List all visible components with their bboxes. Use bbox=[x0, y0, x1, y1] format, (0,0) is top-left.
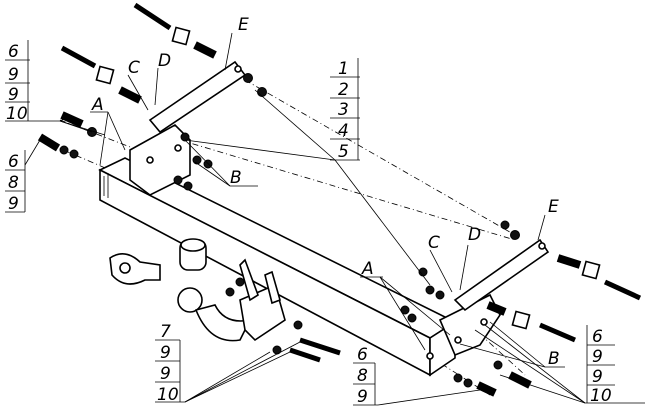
callout-number: 9 bbox=[8, 85, 19, 105]
nuts-and-washers bbox=[59, 73, 520, 388]
label-E-left: E bbox=[238, 15, 249, 35]
callout-number: 8 bbox=[357, 366, 368, 386]
callout-number: 9 bbox=[160, 364, 171, 384]
leader-lines bbox=[5, 32, 645, 406]
left-bracket bbox=[129, 60, 247, 196]
callout-number: 6 bbox=[592, 327, 603, 347]
callout-bottom-center: 6 8 9 bbox=[357, 345, 368, 407]
callout-number: 6 bbox=[8, 42, 19, 62]
callout-number: 3 bbox=[338, 100, 349, 120]
callout-number: 8 bbox=[8, 173, 19, 193]
label-B-left: B bbox=[230, 168, 242, 188]
callout-number: 5 bbox=[338, 142, 349, 162]
callout-number: 10 bbox=[157, 385, 179, 405]
callout-number: 9 bbox=[592, 367, 603, 387]
right-bracket bbox=[438, 238, 550, 357]
label-B-right: B bbox=[548, 349, 560, 369]
label-A-left: A bbox=[91, 95, 104, 115]
callout-number: 9 bbox=[592, 347, 603, 367]
callout-number: 4 bbox=[338, 121, 349, 141]
label-A-right: A bbox=[361, 259, 374, 279]
callout-number: 1 bbox=[338, 59, 349, 79]
label-D-right: D bbox=[468, 225, 481, 245]
label-E-right: E bbox=[548, 197, 559, 217]
callout-number: 2 bbox=[338, 80, 349, 100]
label-C-left: C bbox=[128, 58, 140, 78]
main-crossbar-beam bbox=[98, 157, 457, 377]
tow-ball-assembly bbox=[109, 238, 286, 342]
callout-number: 10 bbox=[590, 386, 612, 406]
label-C-right: C bbox=[428, 233, 440, 253]
callout-left-top: 6 9 9 10 bbox=[6, 42, 28, 124]
callout-number: 9 bbox=[160, 343, 171, 363]
callout-left-mid: 6 8 9 bbox=[8, 152, 19, 214]
bolts bbox=[37, 2, 642, 397]
callout-number: 9 bbox=[8, 65, 19, 85]
square-plates bbox=[95, 26, 601, 330]
callout-bottom-left: 7 9 9 10 bbox=[157, 322, 179, 405]
callout-number: 6 bbox=[357, 345, 368, 365]
callout-number: 9 bbox=[8, 194, 19, 214]
callout-number: 10 bbox=[6, 104, 28, 124]
letter-labels: A B C D E A B C D E bbox=[91, 15, 560, 369]
callout-number: 6 bbox=[8, 152, 19, 172]
callout-number: 7 bbox=[160, 322, 171, 342]
callout-number: 9 bbox=[357, 387, 368, 407]
label-D-left: D bbox=[158, 51, 171, 71]
callout-right-bottom: 6 9 9 10 bbox=[590, 327, 612, 406]
stack-dividers bbox=[5, 40, 615, 405]
callout-center-top: 1 2 3 4 5 bbox=[338, 59, 349, 162]
